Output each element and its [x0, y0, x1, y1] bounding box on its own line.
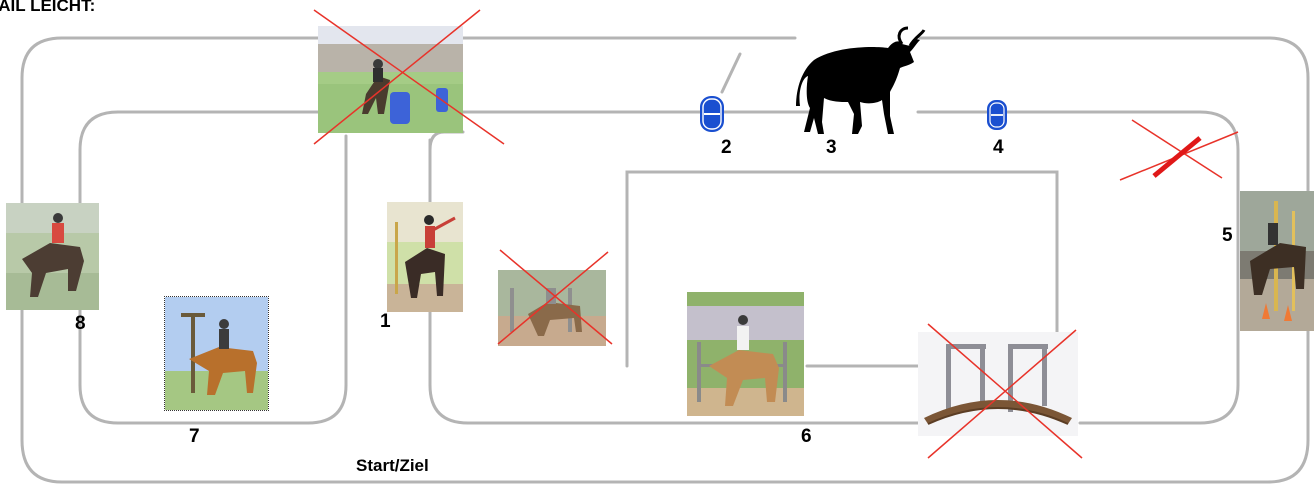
barrel-4-icon [987, 100, 1007, 130]
station-number-1: 1 [380, 311, 391, 332]
gate-photo-6 [687, 292, 804, 416]
page-title: RAIL LEICHT: [0, 0, 96, 15]
rider-photo-8 [6, 203, 99, 310]
right-inner-track-left [428, 138, 920, 425]
station-number-8: 8 [75, 313, 86, 334]
barrels-photo [318, 26, 463, 133]
station-number-6: 6 [801, 426, 812, 447]
start-finish-label: Start/Ziel [356, 456, 429, 475]
rider-flag-photo-1 [387, 202, 463, 312]
outer-track [20, 36, 1310, 484]
station-number-3: 3 [826, 137, 837, 158]
gate-crossed-photo [498, 270, 606, 346]
barrel-2-icon [700, 96, 724, 132]
rope-line [720, 52, 742, 94]
station-number-4: 4 [993, 137, 1004, 158]
station-number-7: 7 [189, 426, 200, 447]
slalom-photo [1240, 191, 1314, 331]
right-inner-track-corner [428, 130, 465, 152]
bull-icon [796, 26, 926, 134]
bridge-photo [918, 332, 1078, 436]
right-inner-track-right [916, 110, 1240, 425]
station-number-2: 2 [721, 137, 732, 158]
left-inner-track [78, 110, 348, 425]
station-number-5: 5 [1222, 225, 1233, 246]
gallows-photo-7 [164, 296, 269, 411]
